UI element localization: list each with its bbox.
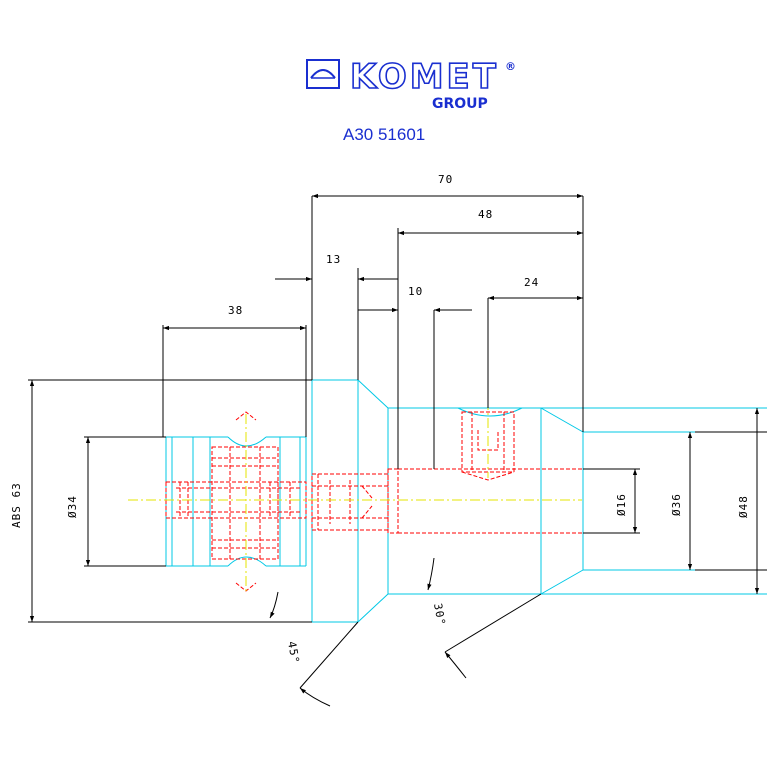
dimension-lines <box>28 193 767 707</box>
dim-dia16-label: Ø16 <box>615 493 628 516</box>
dim-dia34-label: Ø34 <box>66 495 79 518</box>
dim-13-label: 13 <box>326 253 341 266</box>
part-number: A30 51601 <box>343 125 425 144</box>
registered-mark: ® <box>505 60 516 73</box>
dim-24-label: 24 <box>524 276 539 289</box>
dim-angle30-label: 30° <box>431 602 448 627</box>
dim-dia36-label: Ø36 <box>670 493 683 516</box>
komet-logo-emblem <box>306 59 340 89</box>
center-lines <box>128 400 582 592</box>
dim-dia48-label: Ø48 <box>737 495 750 518</box>
dim-angle45-label: 45° <box>285 640 302 665</box>
hidden-lines <box>165 411 583 592</box>
komet-logo-text: KOMET <box>350 57 499 97</box>
dim-abs63-label: ABS 63 <box>10 482 23 528</box>
dim-10-label: 10 <box>408 285 423 298</box>
komet-logo: KOMET ® GROUP <box>306 56 516 112</box>
dim-38-label: 38 <box>228 304 243 317</box>
dim-70-label: 70 <box>438 173 453 186</box>
dimension-labels: 70 48 13 10 24 38 ABS 63 Ø34 Ø16 Ø36 Ø48… <box>10 173 750 665</box>
komet-group-text: GROUP <box>432 96 488 112</box>
dim-48-label: 48 <box>478 208 493 221</box>
